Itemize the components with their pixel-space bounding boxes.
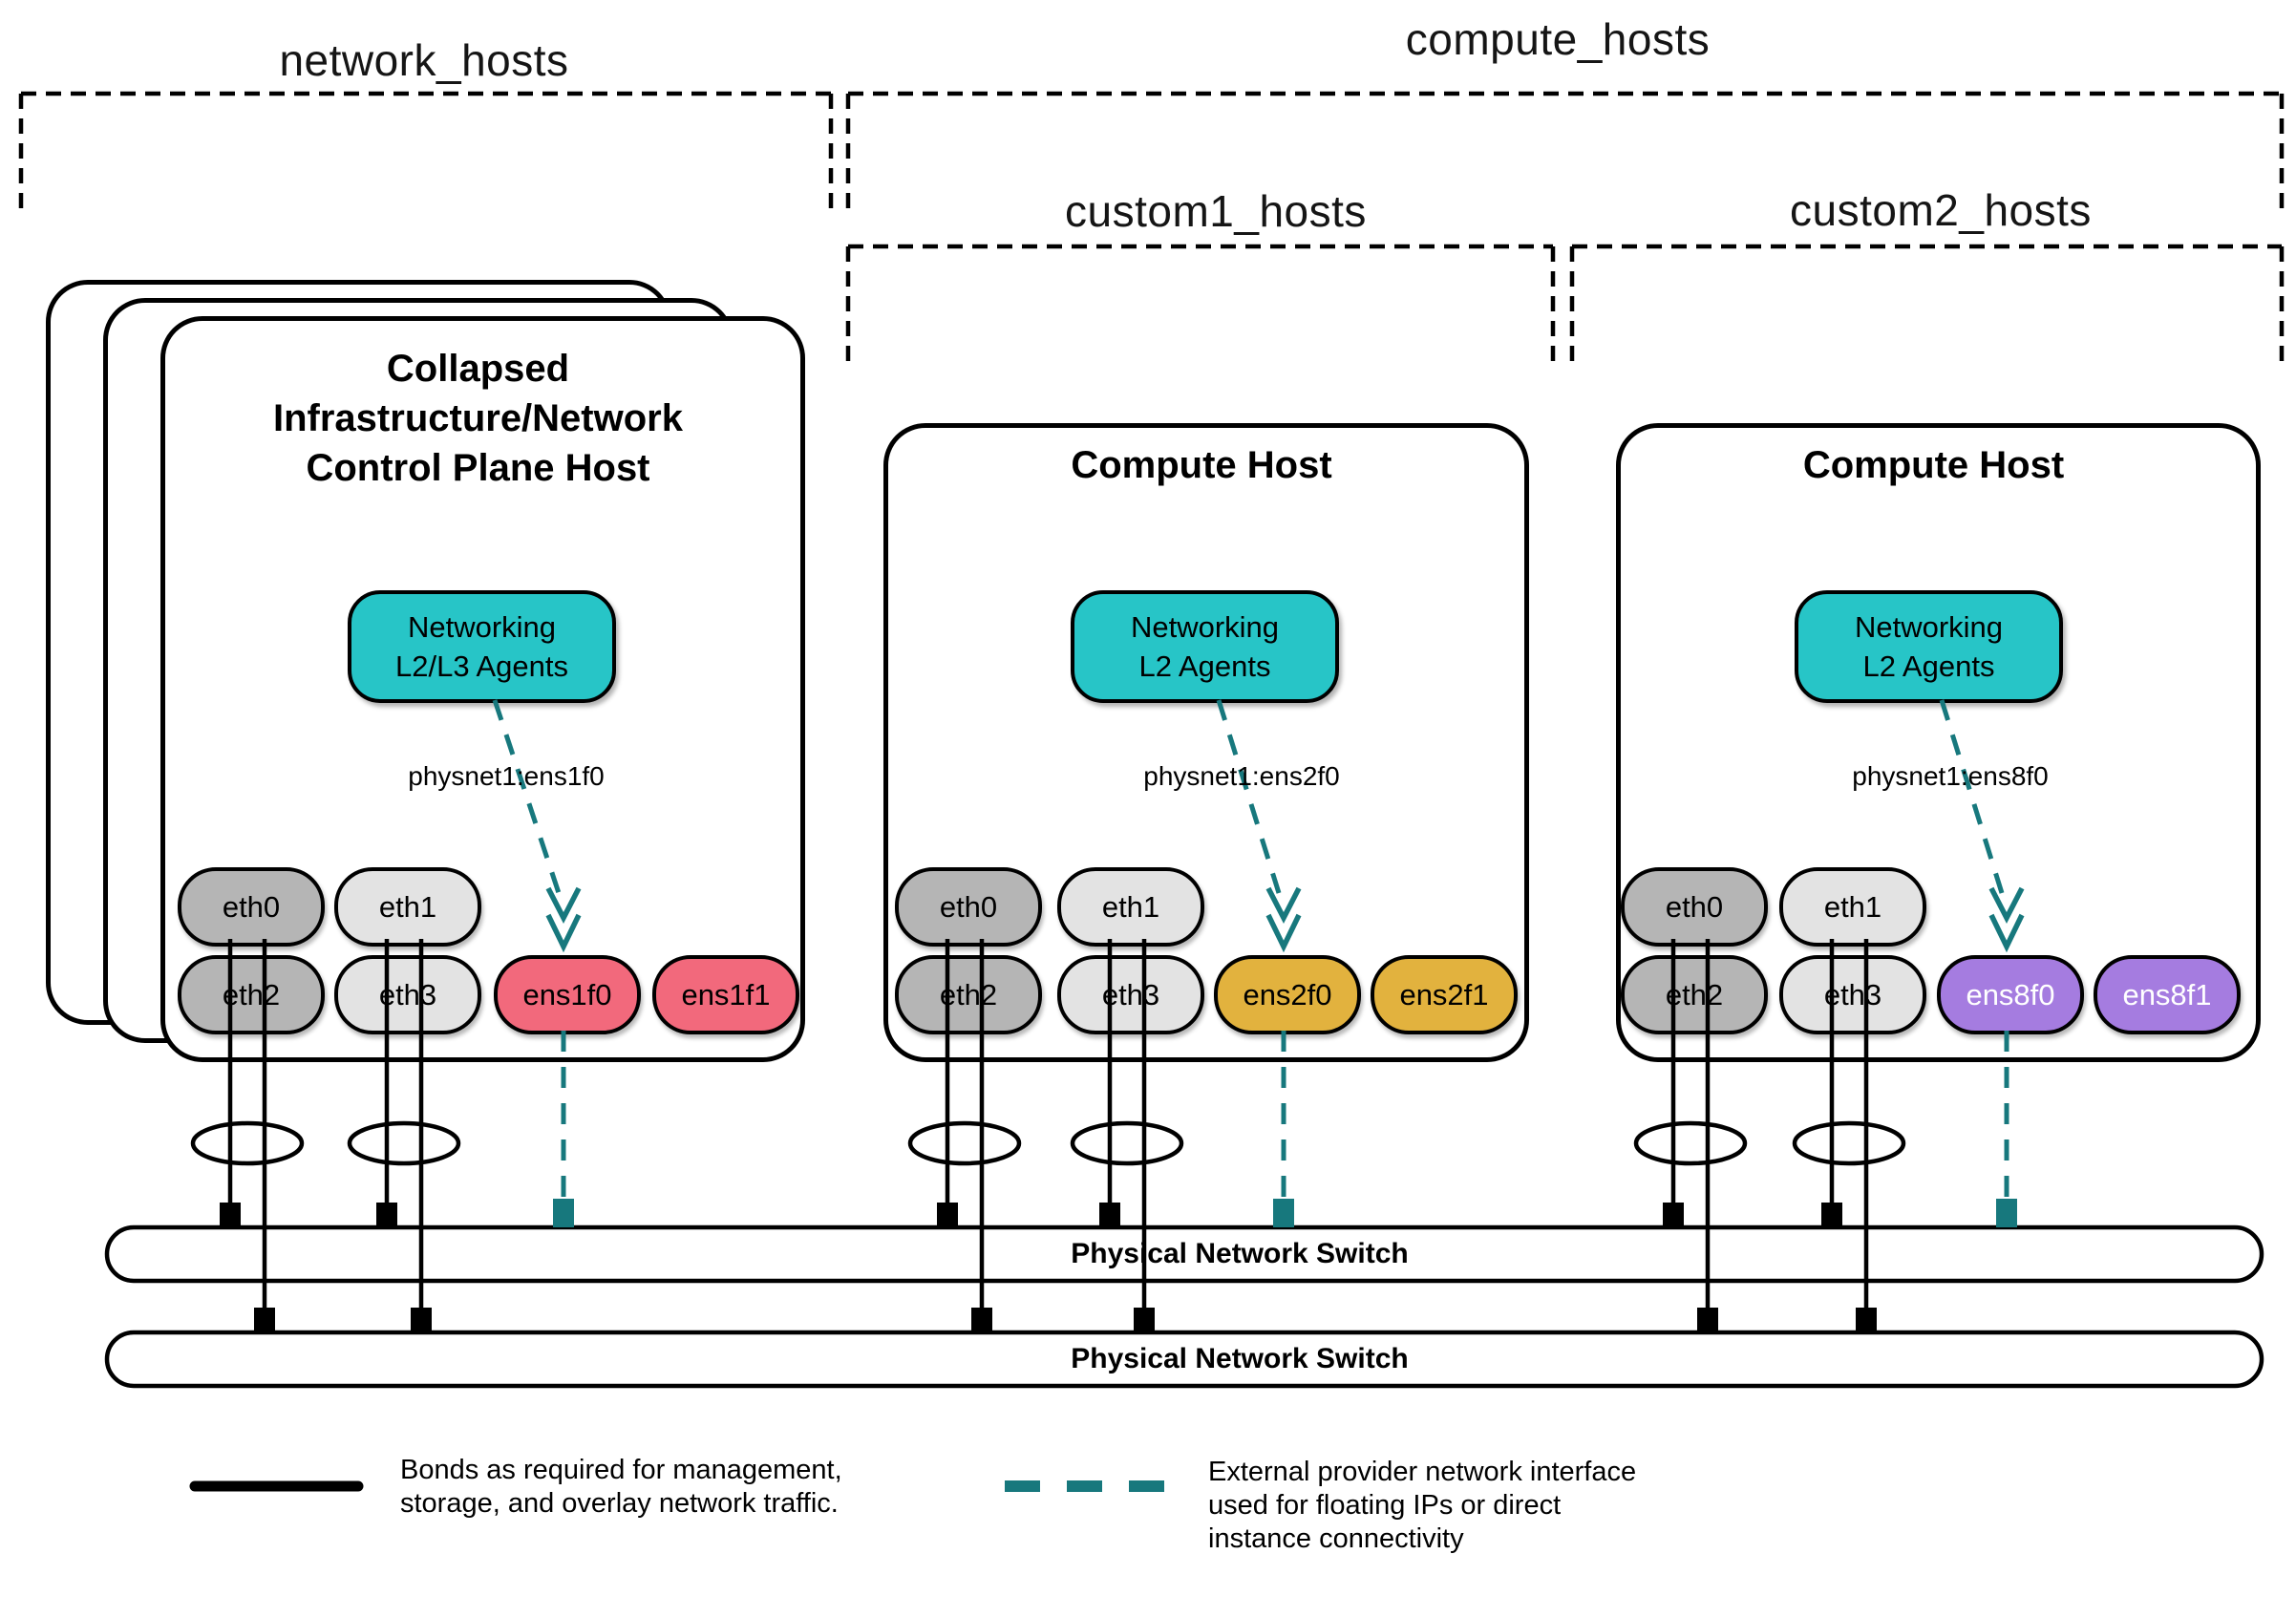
custom2-hosts-bracket (1569, 244, 2285, 368)
provider-arrow-icon (1265, 886, 1302, 953)
nic-pill-eth3: eth3 (334, 955, 481, 1034)
bond-ellipse-icon (1633, 1120, 1748, 1166)
nic-label: ens2f1 (1399, 977, 1489, 1011)
nic-label: eth0 (939, 889, 998, 924)
bond-ellipse-icon (190, 1120, 305, 1166)
provider-endpoint-square-icon (1996, 1199, 2017, 1227)
network-hosts-bracket (18, 91, 834, 212)
collapsed-host-title-line2: Infrastructure/Network (273, 397, 683, 439)
connection-square-icon (1856, 1308, 1877, 1332)
legend-provider-text-line2: used for floating IPs or direct (1208, 1490, 1562, 1521)
legend-provider-text: External provider network interface used… (1208, 1456, 1636, 1556)
custom1-hosts-bracket (845, 244, 1556, 368)
provider-dashed-lines (492, 699, 2009, 1202)
provider-dashed-line (492, 699, 562, 894)
physnet-label-compute-1: physnet1:ens2f0 (1143, 761, 1340, 791)
nic-pill-eth1: eth1 (1779, 867, 1926, 947)
collapsed-host-title-line1: Collapsed (386, 348, 570, 390)
physnet-label-collapsed: physnet1:ens1f0 (408, 761, 605, 791)
provider-endpoint-square-icon (1273, 1199, 1294, 1227)
connection-square-icon (1663, 1203, 1684, 1227)
group-label-network-hosts: network_hosts (279, 35, 569, 85)
provider-arrowheads (545, 886, 2025, 953)
agent-label-line1: Networking (1130, 610, 1280, 644)
collapsed-host-title: Collapsed Infrastructure/Network Control… (160, 344, 796, 493)
nic-pill-eth0: eth0 (178, 867, 325, 947)
nic-label: eth1 (1101, 889, 1160, 924)
legend-provider-text-line1: External provider network interface (1208, 1457, 1637, 1487)
switch-bar-2 (104, 1330, 2264, 1389)
group-label-custom1-hosts: custom1_hosts (1065, 186, 1367, 236)
legend-bond-text: Bonds as required for management, storag… (400, 1454, 842, 1521)
nic-label: eth1 (378, 889, 437, 924)
connection-square-icon (937, 1203, 958, 1227)
agent-label-line2: L2/L3 Agents (395, 649, 568, 683)
bond-ellipse-icon (347, 1120, 461, 1166)
nic-pill-ens2f1: ens2f1 (1371, 955, 1518, 1034)
switch-bar-1 (104, 1224, 2264, 1284)
connection-square-icon (220, 1203, 241, 1227)
switch-bars (104, 1224, 2264, 1389)
switch-2-label: Physical Network Switch (1071, 1343, 1409, 1374)
provider-endpoint-square-icon (553, 1199, 574, 1227)
group-label-compute-hosts: compute_hosts (1405, 14, 1711, 64)
agent-label-line2: L2 Agents (1862, 649, 1995, 683)
nic-label: ens8f1 (2122, 977, 2212, 1011)
nic-pill-ens1f0: ens1f0 (494, 955, 641, 1034)
switch-connection-squares (220, 1203, 1877, 1332)
provider-dashed-line (1939, 699, 2005, 894)
compute-host-1-title: Compute Host (1071, 444, 1332, 486)
provider-endpoint-squares (553, 1199, 2017, 1227)
compute-host-2-title: Compute Host (1802, 444, 2065, 486)
connection-square-icon (1099, 1203, 1120, 1227)
nic-pill-ens8f1: ens8f1 (2094, 955, 2241, 1034)
legend-bond-text-line1: Bonds as required for management, (400, 1455, 842, 1485)
agent-label-line1: Networking (407, 610, 557, 644)
nic-label: eth0 (1665, 889, 1724, 924)
nic-label: ens1f0 (522, 977, 612, 1011)
nic-pill-eth1: eth1 (334, 867, 481, 947)
bond-ellipse-icon (907, 1120, 1022, 1166)
connection-square-icon (1821, 1203, 1842, 1227)
legend-bond-text-line2: storage, and overlay network traffic. (400, 1488, 839, 1519)
compute-hosts-bracket (845, 91, 2285, 212)
provider-arrow-icon (545, 886, 582, 953)
connection-square-icon (411, 1308, 432, 1332)
nic-pill-eth0: eth0 (895, 867, 1042, 947)
collapsed-host-title-line3: Control Plane Host (306, 447, 650, 489)
nic-label: eth0 (222, 889, 281, 924)
connection-square-icon (971, 1308, 992, 1332)
bond-ellipses (190, 1120, 1906, 1166)
nic-label: eth1 (1823, 889, 1882, 924)
nic-pill-ens1f1: ens1f1 (652, 955, 799, 1034)
connection-square-icon (376, 1203, 397, 1227)
provider-dashed-line (1216, 699, 1282, 894)
nic-label: ens8f0 (1966, 977, 2055, 1011)
nic-label: ens2f0 (1243, 977, 1332, 1011)
connection-square-icon (254, 1308, 275, 1332)
nic-pill-eth0: eth0 (1621, 867, 1768, 947)
nic-label: ens1f1 (681, 977, 771, 1011)
networking-agents-box-compute-1: Networking L2 Agents (1071, 590, 1339, 703)
bond-ellipse-icon (1070, 1120, 1184, 1166)
nic-pill-ens2f0: ens2f0 (1214, 955, 1361, 1034)
legend-provider-text-line3: instance connectivity (1208, 1523, 1464, 1554)
switch-1-label: Physical Network Switch (1071, 1238, 1409, 1269)
group-label-custom2-hosts: custom2_hosts (1790, 185, 2092, 235)
physnet-label-compute-2: physnet1:ens8f0 (1852, 761, 2049, 791)
networking-agents-box-collapsed: Networking L2/L3 Agents (348, 590, 616, 703)
networking-agents-box-compute-2: Networking L2 Agents (1795, 590, 2063, 703)
nic-pill-eth3: eth3 (1779, 955, 1926, 1034)
bond-ellipse-icon (1792, 1120, 1906, 1166)
agent-label-line2: L2 Agents (1138, 649, 1271, 683)
agent-label-line1: Networking (1854, 610, 2004, 644)
nic-pill-eth1: eth1 (1057, 867, 1204, 947)
connection-square-icon (1697, 1308, 1718, 1332)
provider-arrow-icon (1988, 886, 2025, 953)
nic-pill-ens8f0: ens8f0 (1937, 955, 2084, 1034)
connection-square-icon (1134, 1308, 1155, 1332)
